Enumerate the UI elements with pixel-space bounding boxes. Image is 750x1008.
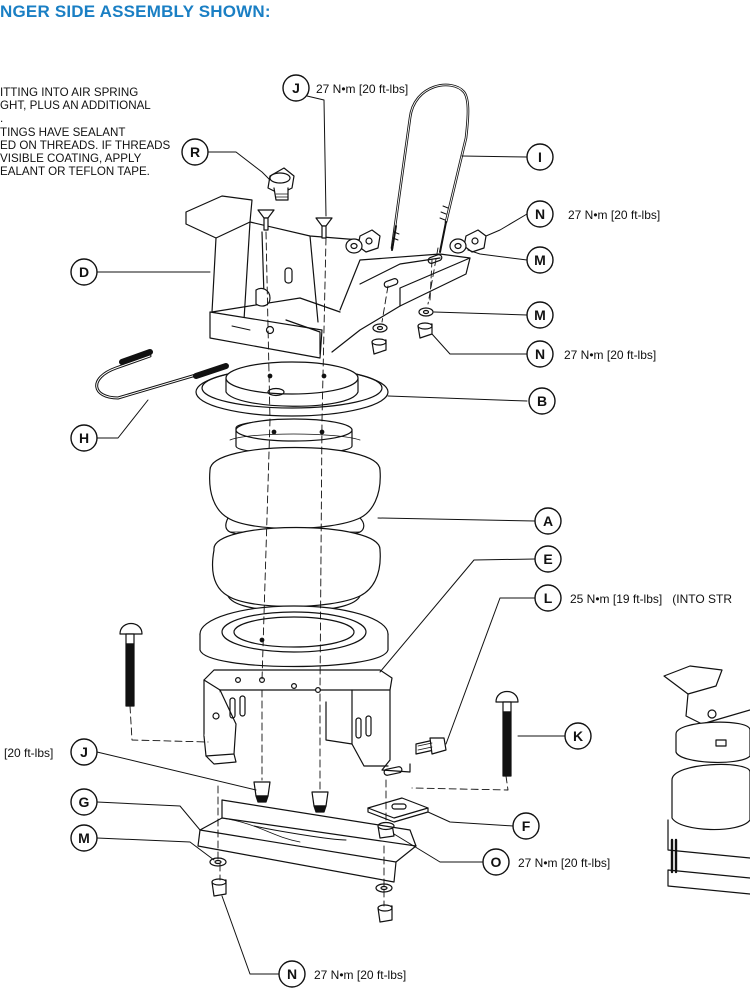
callout-letter: M: [78, 830, 90, 846]
callout-letter: E: [543, 551, 552, 567]
lower-piston-plate: [199, 605, 389, 668]
callout-j-bottom: J: [70, 738, 98, 766]
callout-letter: K: [573, 728, 583, 744]
callout-letter: B: [537, 393, 547, 409]
callout-k: K: [564, 722, 592, 750]
callout-letter: F: [522, 818, 531, 834]
callout-letter: M: [534, 252, 546, 268]
hex-nut-upper: [463, 229, 487, 253]
callout-letter: M: [534, 307, 546, 323]
flat-washer-upper: [449, 238, 467, 254]
torque-spec: 27 N•m [20 ft-lbs]: [316, 82, 408, 96]
torque-spec: 25 N•m [19 ft-lbs] (INTO STR: [570, 592, 732, 606]
flange-bolt-l: [415, 737, 447, 755]
spacer-plate-f: [367, 797, 429, 823]
upper-bracket-d: [185, 195, 471, 359]
callout-letter: N: [535, 346, 545, 362]
callout-m-lower: M: [70, 824, 98, 852]
callout-letter: O: [491, 854, 502, 870]
callout-o: O 27 N•m [20 ft-lbs]: [482, 848, 610, 876]
callout-letter: J: [80, 744, 88, 760]
torque-spec: 27 N•m [20 ft-lbs]: [564, 348, 656, 362]
upper-bracket-screw: [315, 217, 333, 239]
note-line: ITTING INTO AIR SPRING: [0, 86, 139, 99]
flat-washer-lower: [209, 857, 227, 867]
callout-letter: D: [79, 264, 89, 280]
callout-letter: J: [292, 80, 300, 96]
note-line: TINGS HAVE SEALANT: [0, 125, 126, 139]
torque-spec: 27 N•m [20 ft-lbs]: [314, 968, 406, 982]
callout-letter: A: [543, 513, 553, 529]
hex-nut-lower: [377, 904, 393, 923]
leader-lines: [96, 95, 566, 975]
callout-j-top: J 27 N•m [20 ft-lbs]: [282, 74, 408, 102]
note-line: EALANT OR TEFLON TAPE.: [0, 165, 150, 179]
flat-washer-middle: [418, 307, 434, 317]
hex-nut-middle: [417, 322, 433, 339]
callout-d: D: [70, 258, 98, 286]
callout-n-bottom: N 27 N•m [20 ft-lbs]: [278, 960, 406, 988]
callout-m-middle: M: [526, 301, 554, 329]
torque-spec: 27 N•m [20 ft-lbs]: [568, 208, 660, 222]
callout-letter: N: [287, 966, 297, 982]
note-line: .: [0, 112, 4, 126]
callout-l: L 25 N•m [19 ft-lbs] (INTO STR: [534, 584, 732, 612]
assembled-inset-view: [663, 665, 750, 895]
note-line: VISIBLE COATING, APPLY: [0, 151, 142, 165]
hex-nut-middle: [371, 338, 387, 355]
callout-letter: R: [190, 144, 200, 160]
callout-n-upper: N 27 N•m [20 ft-lbs]: [526, 200, 660, 228]
callout-letter: N: [535, 206, 545, 222]
u-bolt-i: [390, 83, 470, 253]
air-fitting-r: [267, 167, 295, 201]
hex-nut-lower: [211, 878, 227, 897]
torque-spec: 27 N•m [20 ft-lbs]: [518, 856, 610, 870]
carriage-bolt-k: [495, 690, 519, 777]
upper-bracket-screw: [257, 209, 275, 231]
callout-r: R: [181, 138, 209, 166]
callout-e: E: [534, 545, 562, 573]
callout-n-middle: N 27 N•m [20 ft-lbs]: [526, 340, 656, 368]
torque-spec-left-edge: [20 ft-lbs]: [4, 746, 53, 760]
callout-h: H: [70, 424, 98, 452]
page-title: NGER SIDE ASSEMBLY SHOWN:: [0, 2, 271, 21]
callout-a: A: [534, 507, 562, 535]
assembly-axis-lines: [129, 231, 509, 907]
u-bolt-h: [95, 349, 229, 400]
callout-letter: G: [79, 794, 90, 810]
installation-notes: ITTING INTO AIR SPRING GHT, PLUS AN ADDI…: [0, 86, 170, 178]
callout-m-upper: M: [526, 246, 554, 274]
carriage-bolt-left: [119, 622, 143, 707]
callout-f: F: [512, 812, 540, 840]
axle-strap-g: [197, 799, 417, 883]
flat-washer-upper: [345, 238, 363, 254]
callout-letter: L: [544, 590, 553, 606]
lower-screw-j: [311, 791, 329, 813]
upper-plate-b: [195, 361, 389, 417]
callout-g: G: [70, 788, 98, 816]
callout-b: B: [528, 387, 556, 415]
flat-washer-middle: [372, 323, 388, 333]
callout-letter: H: [79, 430, 89, 446]
note-line: ED ON THREADS. IF THREADS: [0, 138, 171, 152]
lower-bracket-e: [203, 669, 411, 776]
lower-screw-j: [253, 781, 271, 803]
callout-i: I: [526, 143, 554, 171]
callout-letter: I: [538, 149, 542, 165]
air-spring-a: [209, 418, 381, 613]
note-line: GHT, PLUS AN ADDITIONAL: [0, 99, 151, 113]
